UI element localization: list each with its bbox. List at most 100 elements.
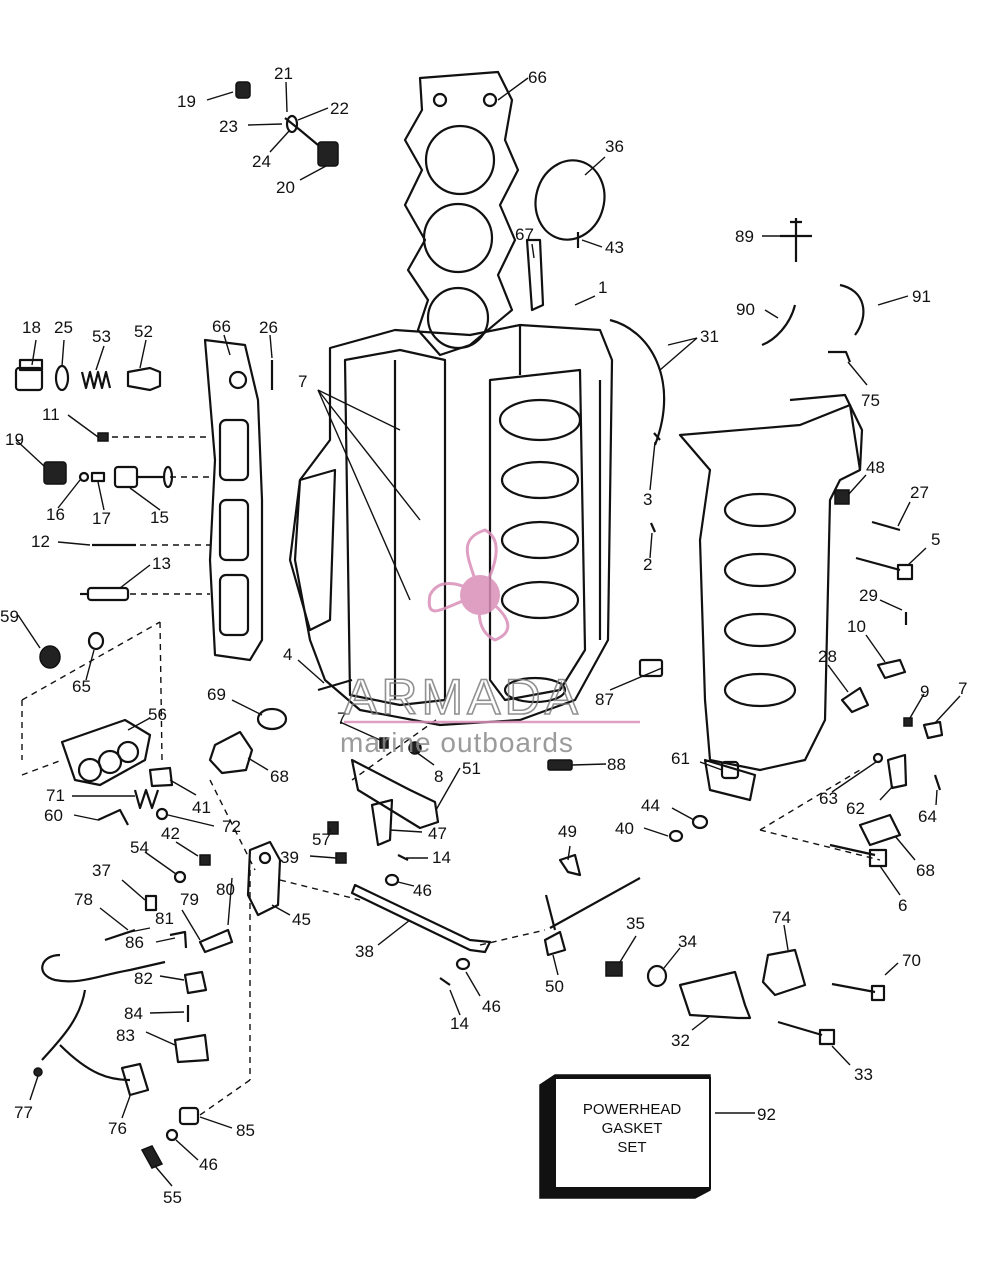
callout-90: 90 bbox=[736, 300, 755, 319]
callout-92: 92 bbox=[757, 1105, 776, 1124]
callout-51: 51 bbox=[462, 759, 481, 778]
linkage-parts bbox=[208, 678, 641, 986]
callout-67: 67 bbox=[515, 225, 534, 244]
callout-46-center: 46 bbox=[413, 881, 432, 900]
callout-42: 42 bbox=[161, 824, 180, 843]
callout-7-right: 7 bbox=[958, 679, 967, 698]
callout-53: 53 bbox=[92, 327, 111, 346]
callout-80: 80 bbox=[216, 880, 235, 899]
callout-55: 55 bbox=[163, 1188, 182, 1207]
callout-45: 45 bbox=[292, 910, 311, 929]
callout-8: 8 bbox=[434, 767, 443, 786]
callout-17: 17 bbox=[92, 509, 111, 528]
callout-46-bottom: 46 bbox=[199, 1155, 218, 1174]
callout-27: 27 bbox=[910, 483, 929, 502]
callout-13: 13 bbox=[152, 554, 171, 573]
gasket-set-box: POWERHEAD GASKET SET bbox=[539, 1074, 711, 1199]
callout-19-left: 19 bbox=[5, 430, 24, 449]
small-parts-upper-left bbox=[14, 81, 339, 669]
callout-71: 71 bbox=[46, 786, 65, 805]
exhaust-cover bbox=[203, 338, 264, 662]
cylinder-head-gasket bbox=[403, 70, 520, 357]
callout-5: 5 bbox=[931, 530, 940, 549]
callout-12: 12 bbox=[31, 532, 50, 551]
callout-19-top: 19 bbox=[177, 92, 196, 111]
callout-48: 48 bbox=[866, 458, 885, 477]
armada-watermark: ARMADA marine outboards bbox=[340, 528, 640, 758]
callout-72: 72 bbox=[222, 817, 241, 836]
gasket-box-line3: SET bbox=[617, 1139, 646, 1156]
callout-61: 61 bbox=[671, 749, 690, 768]
callout-25: 25 bbox=[54, 318, 73, 337]
callout-91: 91 bbox=[912, 287, 931, 306]
callout-47: 47 bbox=[428, 824, 447, 843]
callout-40: 40 bbox=[615, 819, 634, 838]
callout-88: 88 bbox=[607, 755, 626, 774]
callout-26: 26 bbox=[259, 318, 278, 337]
callout-36: 36 bbox=[605, 137, 624, 156]
callout-7-upper: 7 bbox=[298, 372, 307, 391]
callout-85: 85 bbox=[236, 1121, 255, 1140]
callout-10: 10 bbox=[847, 617, 866, 636]
callout-1: 1 bbox=[598, 278, 607, 297]
callout-52: 52 bbox=[134, 322, 153, 341]
callout-20: 20 bbox=[276, 178, 295, 197]
watermark-brand: ARMADA bbox=[344, 669, 582, 725]
callout-29: 29 bbox=[859, 586, 878, 605]
callout-66-top: 66 bbox=[528, 68, 547, 87]
callout-14-lower: 14 bbox=[450, 1014, 469, 1033]
callout-2: 2 bbox=[643, 555, 652, 574]
callout-7-center: 7 bbox=[337, 709, 346, 728]
callout-9: 9 bbox=[920, 682, 929, 701]
propeller-logo bbox=[427, 528, 510, 642]
callout-50: 50 bbox=[545, 977, 564, 996]
callout-78: 78 bbox=[74, 890, 93, 909]
callout-64: 64 bbox=[918, 807, 937, 826]
callout-65: 65 bbox=[72, 677, 91, 696]
callout-82: 82 bbox=[134, 969, 153, 988]
leader-lines bbox=[15, 77, 961, 1187]
o-ring bbox=[534, 159, 606, 241]
callout-89: 89 bbox=[735, 227, 754, 246]
callout-79: 79 bbox=[180, 890, 199, 909]
assembly-reference-lines bbox=[21, 436, 881, 1116]
callout-6: 6 bbox=[898, 896, 907, 915]
callout-28: 28 bbox=[818, 647, 837, 666]
callout-43: 43 bbox=[605, 238, 624, 257]
callout-18: 18 bbox=[22, 318, 41, 337]
callout-31: 31 bbox=[700, 327, 719, 346]
callout-86: 86 bbox=[125, 933, 144, 952]
callout-70: 70 bbox=[902, 951, 921, 970]
cylinder-block bbox=[288, 323, 614, 727]
callout-22: 22 bbox=[330, 99, 349, 118]
callout-69: 69 bbox=[207, 685, 226, 704]
crankcase-cover bbox=[678, 393, 864, 802]
callout-84: 84 bbox=[124, 1004, 143, 1023]
callout-57: 57 bbox=[312, 830, 331, 849]
callout-77: 77 bbox=[14, 1103, 33, 1122]
callout-39: 39 bbox=[280, 848, 299, 867]
callout-87: 87 bbox=[595, 690, 614, 709]
callout-74: 74 bbox=[772, 908, 791, 927]
callout-38: 38 bbox=[355, 942, 374, 961]
callout-56: 56 bbox=[148, 705, 167, 724]
callout-54: 54 bbox=[130, 838, 149, 857]
callout-11: 11 bbox=[42, 405, 60, 424]
gasket-box-line1: POWERHEAD bbox=[583, 1101, 682, 1118]
callout-44: 44 bbox=[641, 796, 660, 815]
callout-35: 35 bbox=[626, 914, 645, 933]
callout-16: 16 bbox=[46, 505, 65, 524]
callout-63: 63 bbox=[819, 789, 838, 808]
callout-3: 3 bbox=[643, 490, 652, 509]
callout-4: 4 bbox=[283, 645, 292, 664]
callout-24: 24 bbox=[252, 152, 271, 171]
callout-68-left: 68 bbox=[270, 767, 289, 786]
callout-49: 49 bbox=[558, 822, 577, 841]
callout-68-right: 68 bbox=[916, 861, 935, 880]
callout-23: 23 bbox=[219, 117, 238, 136]
callout-60: 60 bbox=[44, 806, 63, 825]
part-callouts: 1 2 3 4 5 6 7 7 7 8 9 10 11 12 13 14 14 … bbox=[0, 64, 967, 1207]
intake-and-electrical-parts bbox=[33, 718, 234, 1169]
callout-66-left: 66 bbox=[212, 317, 231, 336]
